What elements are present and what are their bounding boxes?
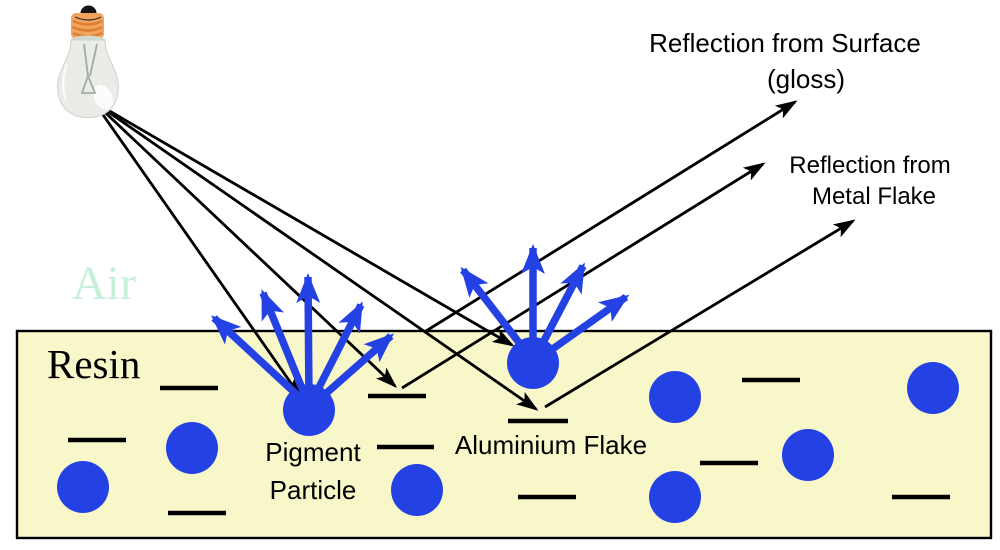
scatter-arrow: [307, 301, 365, 405]
pigment-particle-label-line1: Pigment: [265, 437, 361, 467]
aluminium-flake-label: Aluminium Flake: [455, 430, 647, 460]
reflection-surface-label-line1: Reflection from Surface: [649, 28, 921, 58]
pigment-particle: [649, 371, 701, 423]
bulb-shine: [92, 84, 114, 110]
pigment-particle: [782, 429, 834, 481]
scatter-arrow: [531, 262, 587, 360]
pigment-particle: [166, 422, 218, 474]
pigment-particle-label-line2: Particle: [270, 475, 357, 505]
pigment-particle: [649, 471, 701, 523]
bulb-filament: [80, 43, 98, 94]
flake-2-reflected-ray: [544, 219, 856, 409]
scatter-arrow: [259, 289, 312, 405]
incident-ray-to-pigment: [92, 101, 302, 399]
pigment-particle: [907, 362, 959, 414]
scatter-arrow: [460, 266, 534, 361]
incident-ray-to-flake-2: [93, 100, 539, 411]
pigment-particle: [391, 464, 443, 516]
pigment-particles: [57, 337, 959, 523]
reflection-metal-flake-label-line2: Metal Flake: [812, 183, 936, 210]
resin-label: Resin: [47, 341, 140, 387]
light-bulb-icon: [57, 5, 119, 119]
scatter-arrows-pigment-2: [460, 244, 630, 364]
scatter-arrows-pigment-1: [211, 273, 394, 408]
bulb-ridge-line: [71, 25, 104, 32]
bulb-thread-line: [74, 16, 102, 21]
bulb-ridge-line: [72, 19, 103, 26]
metal-flakes: [68, 377, 950, 516]
scatter-arrow: [310, 333, 394, 408]
bulb-shine: [62, 64, 68, 104]
reflection-metal-flake-label-line1: Reflection from: [789, 152, 950, 179]
scatter-arrow: [534, 293, 630, 364]
incident-ray-to-pigment-2: [93, 100, 515, 347]
reflection-surface-label-line2: (gloss): [767, 64, 845, 94]
scatter-arrow: [211, 315, 310, 407]
scatter-arrow: [296, 273, 321, 403]
air-label: Air: [72, 257, 136, 310]
pigment-particle: [57, 461, 109, 513]
